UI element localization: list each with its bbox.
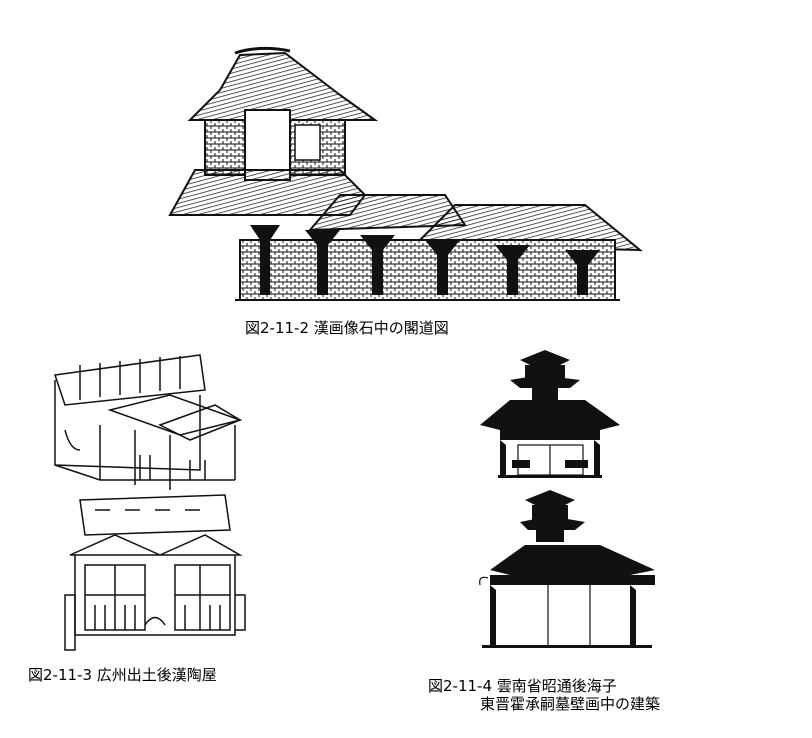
caption-figure-2-11-2: 図2-11-2 漢画像石中の閣道図 xyxy=(245,319,449,337)
caption-figure-2-11-3: 図2-11-3 広州出土後漢陶屋 xyxy=(28,666,217,684)
caption-figure-2-11-4-line1: 図2-11-4 雲南省昭通後海子 xyxy=(428,677,617,695)
caption-figure-2-11-4-line2: 東晋霍承嗣墓壁画中の建築 xyxy=(480,695,661,713)
figure-2-11-2-drawing xyxy=(165,45,645,310)
tomb-mural-architecture-illustration xyxy=(479,350,655,648)
pottery-house-illustration xyxy=(54,354,246,651)
figure-2-11-3-drawing xyxy=(40,350,250,655)
pavilion-corridor-illustration xyxy=(168,46,643,301)
figure-2-11-4-drawing xyxy=(470,350,665,650)
